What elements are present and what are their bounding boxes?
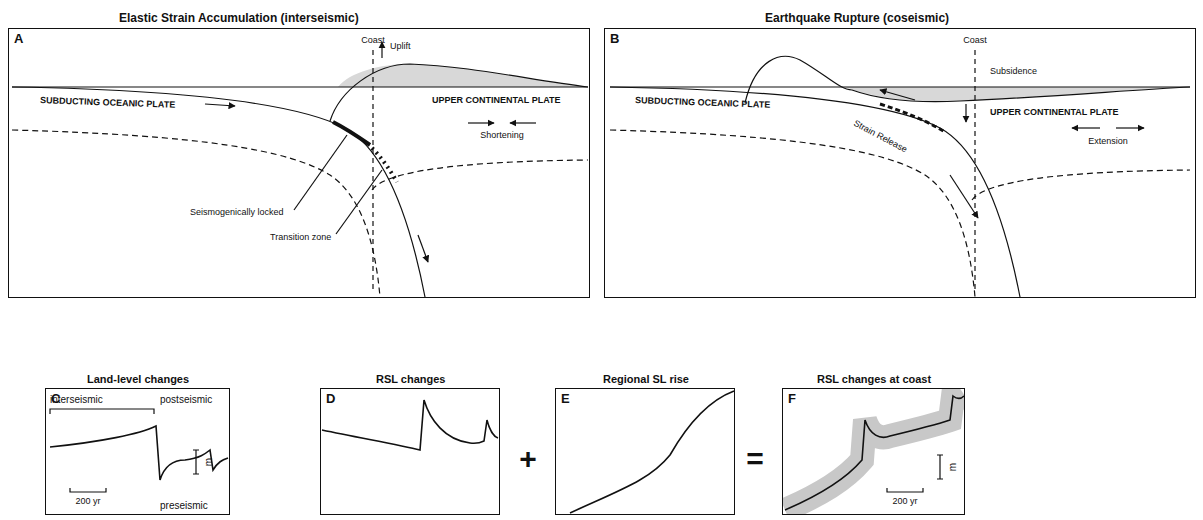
annotation-label: Subsidence: [990, 67, 1037, 77]
annotation-label: Shortening: [480, 131, 524, 141]
land-level-curve: [50, 426, 228, 480]
annotation-label: 200 yr: [892, 497, 917, 507]
figure-panel: Elastic Strain Accumulation (interseismi…: [8, 28, 590, 298]
figure-panel: Earthquake Rupture (coseismic)B: [604, 28, 1196, 298]
figure-panel: Regional SL riseE: [555, 388, 735, 515]
extension-arrow: [1116, 127, 1144, 128]
scale-bar: [70, 488, 106, 492]
slab-arrow: [418, 235, 428, 262]
scale-bar: [193, 450, 199, 474]
panel-title: Regional SL rise: [603, 373, 689, 385]
release-arrow: [880, 90, 915, 100]
panel-letter: F: [788, 391, 796, 406]
annotation-label: 200 yr: [75, 497, 100, 507]
uplift-fill: [338, 64, 588, 87]
sea-level-line: [610, 86, 1190, 87]
operator-sign: =: [746, 442, 764, 475]
sea-level-line: [12, 86, 588, 87]
continental-base: [972, 170, 1190, 200]
annotation-label: Strain Release: [852, 119, 909, 155]
panel-title: Land-level changes: [87, 373, 189, 385]
annotation-label: m: [947, 463, 958, 471]
panel-letter: D: [326, 391, 335, 406]
annotation-label: Extension: [1088, 137, 1128, 147]
scale-bar: [937, 455, 943, 479]
shortening-arrow: [468, 122, 494, 123]
panel-title: RSL changes at coast: [817, 373, 931, 385]
annotation-label: postseismic: [160, 394, 212, 405]
rsl-curve: [322, 400, 498, 450]
leader-line: [336, 170, 382, 234]
panel-title: Elastic Strain Accumulation (interseismi…: [119, 11, 359, 25]
panel-title: RSL changes: [376, 373, 446, 385]
rupture-zone: [880, 104, 945, 132]
upper-plate-surface: [330, 64, 588, 121]
annotation-label: Transition zone: [270, 233, 331, 243]
slab-bottom: [610, 130, 975, 297]
subsidence-arrow: [965, 104, 966, 122]
shortening-arrow: [510, 122, 536, 123]
locked-zone: [333, 122, 370, 145]
continental-base: [372, 160, 588, 190]
annotation-label: interseismic: [50, 394, 103, 405]
slab-top: [610, 87, 1020, 297]
transition-zone: [372, 148, 397, 182]
panel-letter: B: [610, 31, 619, 46]
figure-panel: RSL changes at coastF: [782, 388, 965, 515]
coseismic-hump: [745, 56, 1190, 103]
rsl-coast-curve: [785, 396, 964, 510]
panel-title: Earthquake Rupture (coseismic): [765, 11, 949, 25]
extension-arrow: [1072, 127, 1100, 128]
figure-panel: Land-level changesC: [45, 388, 230, 515]
coast-line: [372, 50, 373, 290]
annotation-label: UPPER CONTINENTAL PLATE: [990, 108, 1119, 118]
panel-letter: E: [561, 391, 570, 406]
plate-arrow: [205, 104, 235, 106]
operator-sign: +: [519, 442, 537, 475]
annotation-label: Uplift: [390, 42, 411, 52]
annotation-label: SUBDUCTING OCEANIC PLATE: [40, 96, 176, 111]
slab-top: [12, 87, 425, 297]
coast-line: [974, 50, 975, 290]
uncertainty-band: [785, 396, 964, 510]
interseismic-bracket: [50, 409, 154, 414]
scale-bar: [887, 488, 923, 492]
annotation-label: preseismic: [160, 500, 208, 511]
sea-level-rise-curve: [570, 391, 734, 513]
annotation-label: Coast: [963, 36, 987, 46]
slab-bottom: [12, 130, 380, 297]
annotation-label: UPPER CONTINENTAL PLATE: [432, 96, 561, 106]
figure-panel: RSL changesD: [320, 388, 500, 515]
annotation-label: Coast: [361, 36, 385, 46]
annotation-label: m: [203, 458, 214, 466]
release-arrow: [950, 175, 978, 218]
annotation-label: SUBDUCTING OCEANIC PLATE: [635, 96, 771, 111]
annotation-label: Seismogenically locked: [190, 208, 284, 218]
leader-line: [294, 135, 347, 210]
panel-letter: A: [14, 31, 23, 46]
